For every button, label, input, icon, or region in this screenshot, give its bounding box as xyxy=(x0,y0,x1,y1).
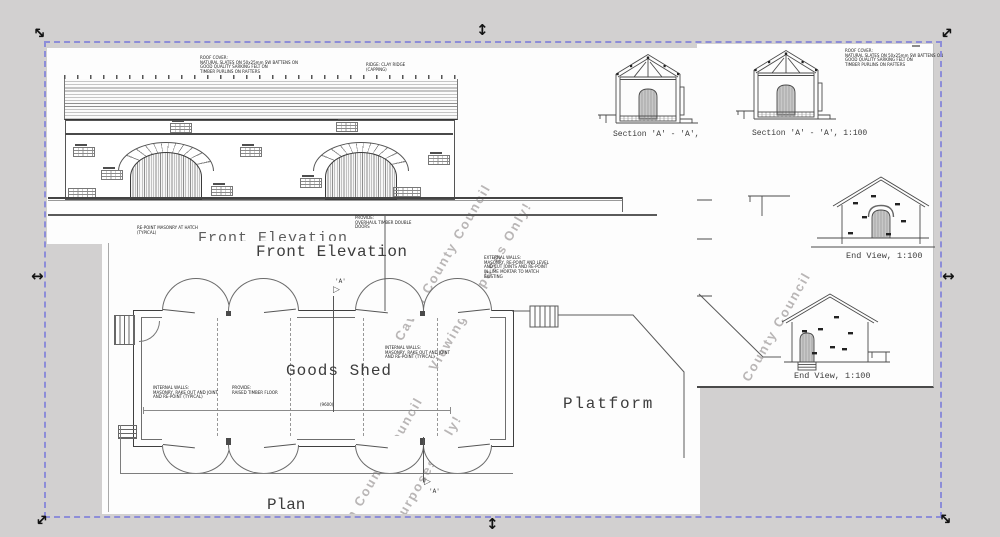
brick-patch xyxy=(336,122,358,132)
sections-and-end-views-drawing xyxy=(597,50,935,371)
note-internal-walls: INTERNAL WALLS:MASONRY, RAKE OUT AND JOI… xyxy=(153,385,218,400)
resize-handle-sw-icon[interactable]: ↕ xyxy=(30,509,53,531)
plan-caption: Plan xyxy=(267,496,306,514)
section-cut-line xyxy=(333,296,334,412)
brick-patch xyxy=(170,123,192,133)
brick-label xyxy=(430,152,442,154)
dimension-tick xyxy=(450,407,451,414)
plan-building-inner-wall xyxy=(141,317,506,440)
section-marker-a-top: 'A' xyxy=(335,278,346,285)
selection-box[interactable] xyxy=(44,41,942,518)
note-sections-roof: ROOF COVER:NATURAL SLATES ON 50x25mm SW … xyxy=(845,48,943,68)
plan-door-post xyxy=(420,307,425,316)
brick-label xyxy=(242,144,254,146)
brick-patch xyxy=(393,187,421,197)
brick-label xyxy=(338,119,350,121)
plan-partition-line xyxy=(217,318,218,436)
plan-door-post xyxy=(420,438,425,447)
brick-patch xyxy=(73,147,95,157)
plan-steps xyxy=(114,315,135,345)
brick-patch xyxy=(211,186,233,196)
brick-label xyxy=(172,120,184,122)
brick-label xyxy=(75,144,87,146)
plan-door-post xyxy=(226,307,231,316)
brick-patch xyxy=(300,178,322,188)
platform-bottom-line xyxy=(120,473,513,474)
end-view-caption-1: End View, 1:100 xyxy=(846,251,923,261)
elevation-string-course xyxy=(65,133,453,135)
platform-line xyxy=(48,197,622,199)
platform-end xyxy=(622,197,623,212)
elevation-door xyxy=(130,152,202,200)
dimension-tick xyxy=(143,407,144,414)
plan-partition-line xyxy=(363,318,364,436)
dimension-label: (9600) xyxy=(318,402,336,408)
plan-partition-line xyxy=(437,318,438,436)
resize-handle-s-icon[interactable]: ↕ xyxy=(486,515,499,533)
plan-platform-outline xyxy=(384,215,781,458)
end-view-caption-2: End View, 1:100 xyxy=(794,371,871,381)
note-internal-walls: INTERNAL WALLS:MASONRY, RAKE OUT AND JOI… xyxy=(385,345,450,360)
resize-handle-n-icon[interactable]: ↕ xyxy=(476,21,489,39)
note-floor: PROVIDE:RAISED TIMBER FLOOR xyxy=(232,385,278,395)
brick-patch xyxy=(240,147,262,157)
section-cut-line xyxy=(423,437,424,482)
note-ridge: RIDGE: CLAY RIDGE(CAPPING) xyxy=(366,62,406,72)
sheet-corner-mark xyxy=(912,45,920,47)
section-flag-icon: ▷ xyxy=(424,477,431,487)
note-masonry: RE-POINT MASONRY AT HATCH(TYPICAL) xyxy=(137,225,198,235)
dimension-line xyxy=(143,410,450,411)
brick-patch xyxy=(101,170,123,180)
brick-label xyxy=(302,175,314,177)
plan-building-outer-wall xyxy=(133,310,514,447)
platform-line xyxy=(48,200,622,201)
front-elevation-caption-ghost: Front Elevation xyxy=(198,230,349,241)
elevation-door xyxy=(325,152,397,200)
platform-label: Platform xyxy=(563,395,655,413)
plan-steps xyxy=(118,425,137,439)
platform-front-line xyxy=(48,214,657,216)
brick-label xyxy=(213,183,225,185)
resize-handle-w-icon[interactable]: ↔ xyxy=(31,267,44,285)
plan-door-post xyxy=(226,438,231,447)
note-roof: ROOF COVER:NATURAL SLATES ON 50x25mm SW … xyxy=(200,55,298,75)
brick-patch xyxy=(428,155,450,165)
goods-shed-label: Goods Shed xyxy=(286,362,393,380)
note-external-walls: EXTERNAL WALLS:MASONRY, RE-POINT AND LEV… xyxy=(484,255,549,279)
section-caption-1: Section 'A' - 'A', xyxy=(613,130,700,139)
front-elevation-caption: Front Elevation xyxy=(256,243,408,261)
resize-handle-e-icon[interactable]: ↔ xyxy=(942,267,955,285)
sheet-edge-line xyxy=(108,243,109,512)
platform-bottom-line xyxy=(120,425,121,474)
section-flag-icon: ▷ xyxy=(333,285,340,295)
brick-label xyxy=(103,167,115,169)
plan-partition-line xyxy=(290,318,291,436)
section-marker-a-bottom: 'A' xyxy=(429,488,440,495)
elevation-roof xyxy=(64,79,458,120)
section-caption-2: Section 'A' - 'A', 1:100 xyxy=(752,129,868,138)
resize-handle-se-icon[interactable]: ↕ xyxy=(935,508,957,530)
